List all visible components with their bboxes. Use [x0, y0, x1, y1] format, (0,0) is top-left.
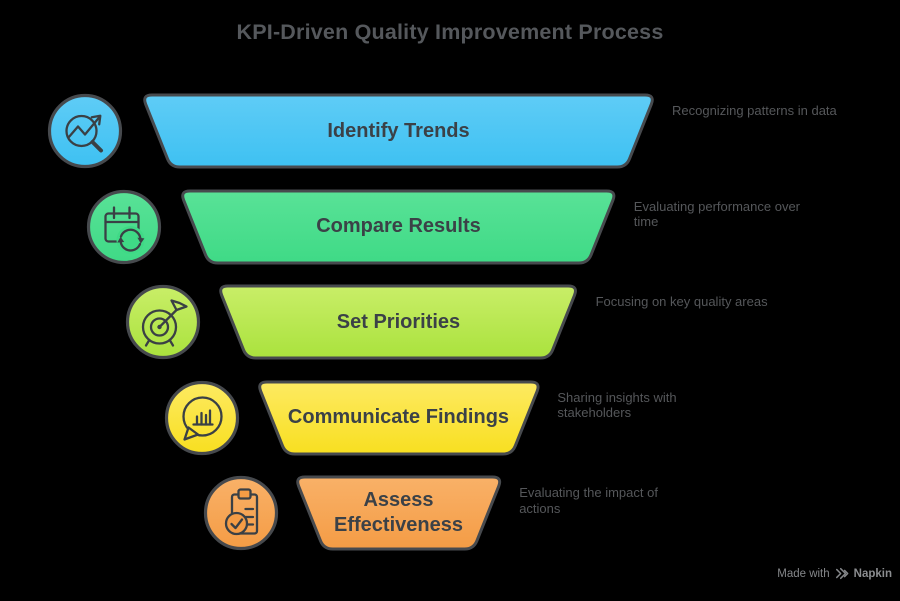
napkin-logo-icon — [835, 567, 849, 580]
stage-label: Compare Results — [316, 215, 481, 237]
funnel-band — [219, 284, 578, 360]
page-title: KPI-Driven Quality Improvement Process — [236, 20, 664, 44]
funnel-band — [181, 189, 616, 264]
stage-description: Recognizing patterns in data — [672, 103, 837, 118]
trends-search-icon — [47, 93, 123, 169]
speech-bar-chart-icon — [164, 380, 240, 455]
funnel-band — [296, 475, 501, 551]
funnel-band — [257, 380, 540, 455]
clipboard-check-icon — [203, 475, 279, 551]
napkin-brand-label: Napkin — [853, 567, 892, 580]
target-dart-icon — [125, 284, 201, 360]
stage-label: Assess Effectiveness — [334, 489, 463, 536]
stage-description: Focusing on key quality areas — [595, 294, 768, 309]
made-with-napkin-link[interactable]: Made with Napkin — [777, 567, 892, 580]
stage-label: Identify Trends — [327, 119, 470, 142]
stage-label: Communicate Findings — [287, 406, 510, 428]
funnel-band — [143, 93, 654, 169]
stage-description: Evaluating the impact of actions — [519, 485, 658, 516]
stage-description: Evaluating performance over time — [633, 198, 800, 230]
stage-description: Sharing insights with stakeholders — [557, 389, 677, 421]
calendar-sync-icon — [86, 189, 162, 264]
made-with-label: Made with — [777, 567, 830, 580]
stage-label: Set Priorities — [336, 310, 461, 333]
